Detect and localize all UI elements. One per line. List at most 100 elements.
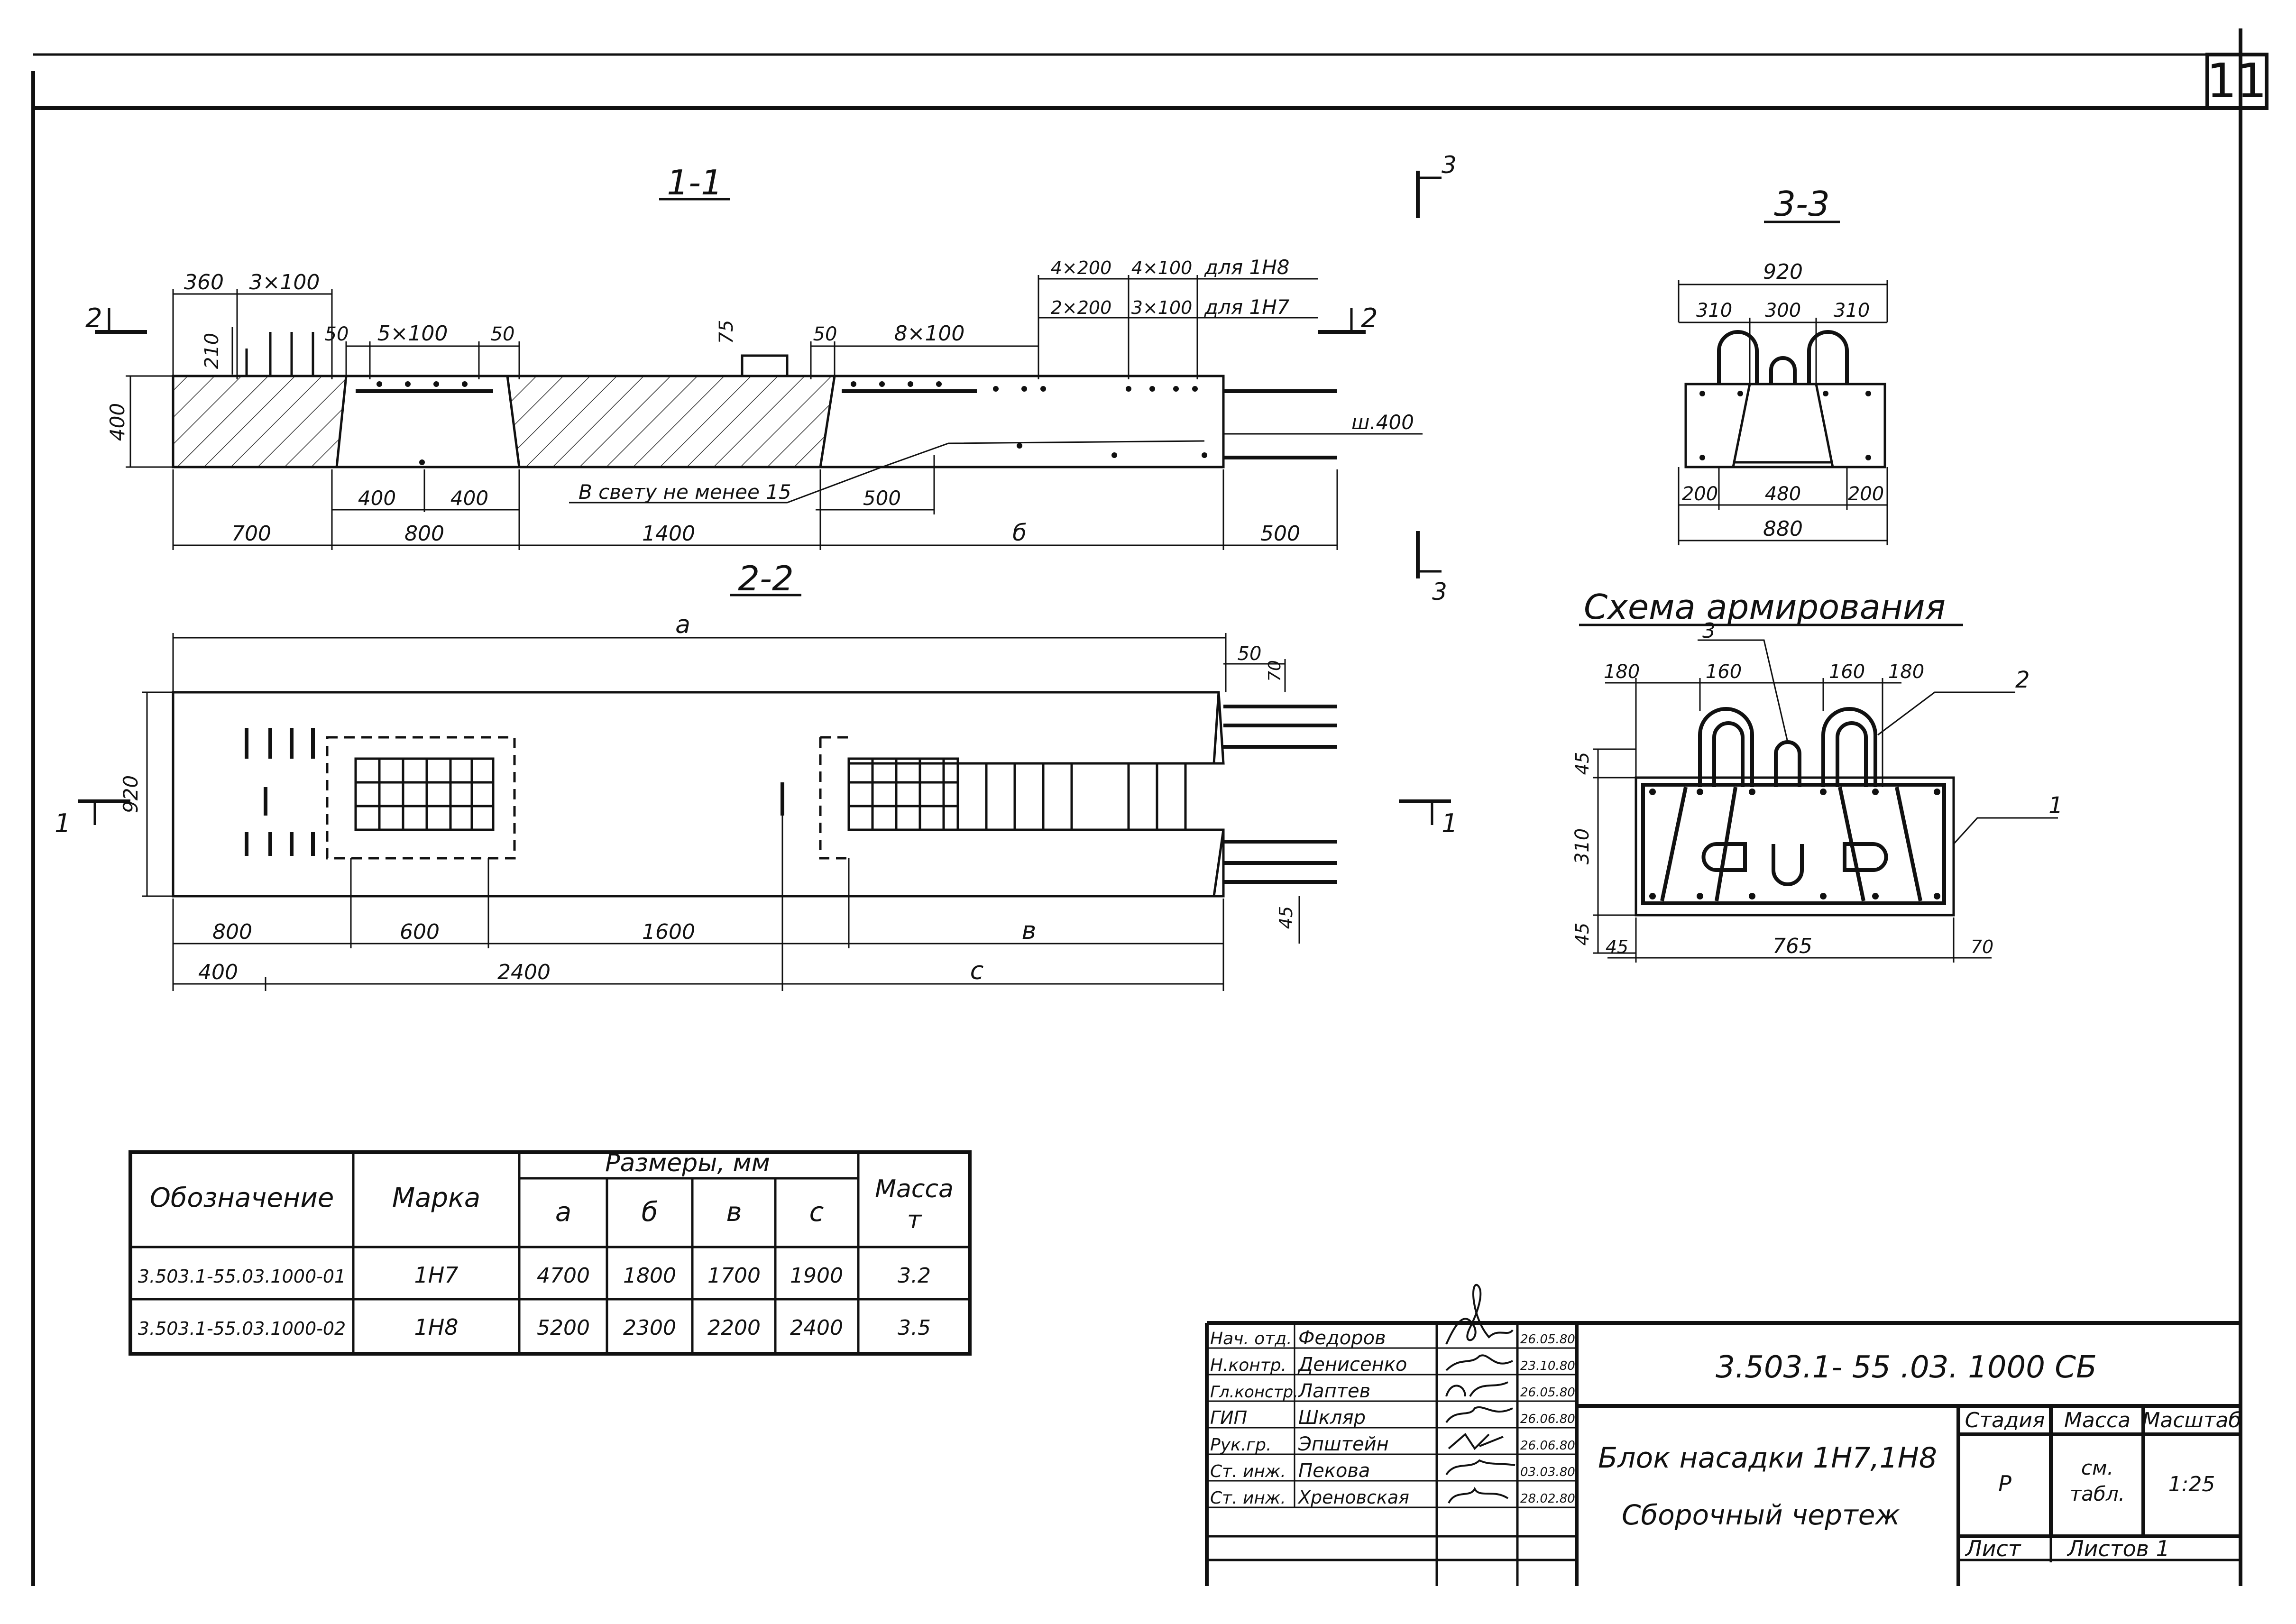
staff-date: 23.10.80 bbox=[1520, 1359, 1575, 1373]
row1-c: 1900 bbox=[790, 1264, 843, 1288]
table-row: 3.503.1-55.03.1000-02 1Н8 5200 2300 2200… bbox=[138, 1314, 931, 1340]
row2-mark: 1Н8 bbox=[414, 1314, 458, 1340]
dim-50-22: 50 bbox=[1238, 643, 1262, 665]
callout-2: 2 bbox=[2015, 667, 2030, 693]
dim-row2-2400: 2400 bbox=[497, 960, 551, 984]
staff-name: Денисенко bbox=[1297, 1354, 1407, 1376]
dim-row1-1600: 1600 bbox=[642, 920, 695, 944]
callout-1: 1 bbox=[2048, 792, 2063, 819]
staff-name: Шкляр bbox=[1298, 1407, 1366, 1429]
sheet-number: 11 bbox=[2206, 53, 2267, 109]
sheet-label: Лист bbox=[1965, 1536, 2021, 1561]
th-mass-unit: т bbox=[907, 1206, 922, 1234]
th-stage: Стадия bbox=[1965, 1408, 2045, 1432]
staff-row: ГИП Шкляр 26.06.80 bbox=[1210, 1407, 1575, 1429]
dim-arm-left-310: 310 bbox=[1571, 828, 1593, 864]
row2-b: 2300 bbox=[623, 1316, 676, 1340]
doc-code: 3.503.1- 55 .03. 1000 СБ bbox=[1716, 1350, 2097, 1385]
stage-value: Р bbox=[1998, 1471, 2011, 1496]
note-for-1n8: для 1Н8 bbox=[1204, 256, 1290, 279]
staff-date: 26.06.80 bbox=[1520, 1412, 1575, 1426]
dim-45-22: 45 bbox=[1276, 906, 1296, 929]
dim-8x100: 8×100 bbox=[894, 321, 965, 346]
dim-500-mid: 500 bbox=[863, 486, 901, 510]
cut-mark-1-right: 1 bbox=[1442, 808, 1458, 838]
row2-a: 5200 bbox=[537, 1316, 590, 1340]
dim-arm-left-45a: 45 bbox=[1572, 752, 1593, 775]
table-row: 3.503.1-55.03.1000-01 1Н7 4700 1800 1700… bbox=[138, 1262, 931, 1288]
dim-bottom-700: 700 bbox=[231, 522, 271, 546]
staff-row: Нач. отд. Федоров 26.05.80 bbox=[1210, 1327, 1575, 1349]
sheet-frame: 11 bbox=[31, 28, 2268, 1586]
dim-arm-160b: 160 bbox=[1829, 661, 1865, 683]
section-3-3-title: 3-3 bbox=[1774, 184, 1830, 224]
dim-4x200: 4×200 bbox=[1051, 257, 1112, 278]
staff-date: 03.03.80 bbox=[1520, 1465, 1575, 1479]
dim-bottom-1400: 1400 bbox=[642, 522, 695, 546]
staff-row: Ст. инж. Хреновская 28.02.80 bbox=[1210, 1487, 1575, 1508]
dim-row1-800: 800 bbox=[212, 920, 252, 944]
dim-210: 210 bbox=[201, 333, 223, 369]
dim-bottom-b: б bbox=[1012, 520, 1027, 546]
signatures bbox=[1445, 1284, 1515, 1504]
staff-date: 28.02.80 bbox=[1520, 1492, 1575, 1506]
dim-880-33: 880 bbox=[1763, 517, 1803, 541]
staff-name: Хреновская bbox=[1297, 1487, 1409, 1508]
row2-v: 2200 bbox=[707, 1316, 761, 1340]
dim-400-b: 400 bbox=[450, 486, 488, 510]
dim-50-b: 50 bbox=[491, 323, 515, 345]
dim-5x100: 5×100 bbox=[377, 321, 448, 346]
cut-mark-3-bottom: 3 bbox=[1432, 578, 1447, 606]
staff-role: Нач. отд. bbox=[1210, 1329, 1292, 1349]
mass-value-2: табл. bbox=[2070, 1482, 2125, 1505]
mass-value-1: см. bbox=[2081, 1456, 2113, 1479]
dim-a: а bbox=[675, 611, 690, 639]
dim-4x100: 4×100 bbox=[1131, 257, 1193, 278]
dim-arm-left-45b: 45 bbox=[1572, 923, 1593, 945]
row2-c: 2400 bbox=[790, 1316, 843, 1340]
dim-50-c: 50 bbox=[813, 323, 837, 345]
dim-920-33: 920 bbox=[1763, 260, 1803, 284]
th-c: с bbox=[809, 1197, 824, 1228]
staff-role: Ст. инж. bbox=[1210, 1488, 1286, 1508]
label-w400: ш.400 bbox=[1351, 411, 1414, 434]
dim-33-bot-200a: 200 bbox=[1682, 483, 1718, 505]
th-designation: Обозначение bbox=[150, 1183, 334, 1213]
dim-2x200: 2×200 bbox=[1051, 297, 1112, 318]
sheets-label: Листов 1 bbox=[2066, 1536, 2170, 1561]
staff-date: 26.05.80 bbox=[1520, 1385, 1575, 1400]
row2-designation: 3.503.1-55.03.1000-02 bbox=[138, 1318, 346, 1339]
row1-v: 1700 bbox=[707, 1264, 761, 1288]
section-3-3: 3-3 920 310 300 310 200 480 200 880 bbox=[1678, 184, 1888, 545]
dim-50-a: 50 bbox=[325, 323, 349, 345]
callout-3: 3 bbox=[1702, 619, 1716, 643]
dims-1-1-bottom: 400 400 В свету не менее 15 500 ш.400 70… bbox=[172, 411, 1423, 550]
reinforcement-scheme: Схема армирования 180 160 160 180 3 2 1 … bbox=[1571, 587, 2063, 963]
staff-role: Гл.констр. bbox=[1210, 1383, 1298, 1402]
staff-role: ГИП bbox=[1210, 1407, 1247, 1428]
rebar-dots-1-1 bbox=[377, 381, 1207, 465]
th-mark: Марка bbox=[392, 1183, 480, 1213]
row1-designation: 3.503.1-55.03.1000-01 bbox=[138, 1266, 346, 1287]
cut-mark-2-left: 2 bbox=[85, 303, 102, 334]
section-2-2: 2-2 а 50 70 920 45 800 600 1600 в 400 24… bbox=[119, 559, 1337, 991]
drawing-title: Блок насадки 1Н7,1Н8 bbox=[1598, 1441, 1937, 1475]
dim-33-bot-200b: 200 bbox=[1848, 483, 1884, 505]
dim-400-a: 400 bbox=[358, 486, 396, 510]
th-v: в bbox=[726, 1197, 742, 1228]
staff-row: Ст. инж. Пекова 03.03.80 bbox=[1210, 1460, 1575, 1482]
dims-1-1-top: 360 3×100 210 50 5×100 50 75 50 8×100 4×… bbox=[172, 256, 1318, 379]
dim-arm-bot-765: 765 bbox=[1773, 934, 1812, 958]
row2-mass: 3.5 bbox=[898, 1316, 931, 1340]
dim-360: 360 bbox=[184, 270, 224, 294]
scale-value: 1:25 bbox=[2168, 1472, 2215, 1496]
staff-role: Ст. инж. bbox=[1210, 1462, 1286, 1481]
dim-arm-bot-45: 45 bbox=[1606, 936, 1628, 957]
th-sizes: Размеры, мм bbox=[605, 1149, 770, 1177]
section-1-1-title: 1-1 bbox=[667, 163, 723, 202]
staff-date: 26.05.80 bbox=[1520, 1332, 1575, 1347]
title-block: 3.503.1- 55 .03. 1000 СБ Блок насадки 1Н… bbox=[1205, 1284, 2241, 1586]
dim-920-22: 920 bbox=[119, 775, 142, 813]
dim-arm-180a: 180 bbox=[1604, 661, 1640, 683]
